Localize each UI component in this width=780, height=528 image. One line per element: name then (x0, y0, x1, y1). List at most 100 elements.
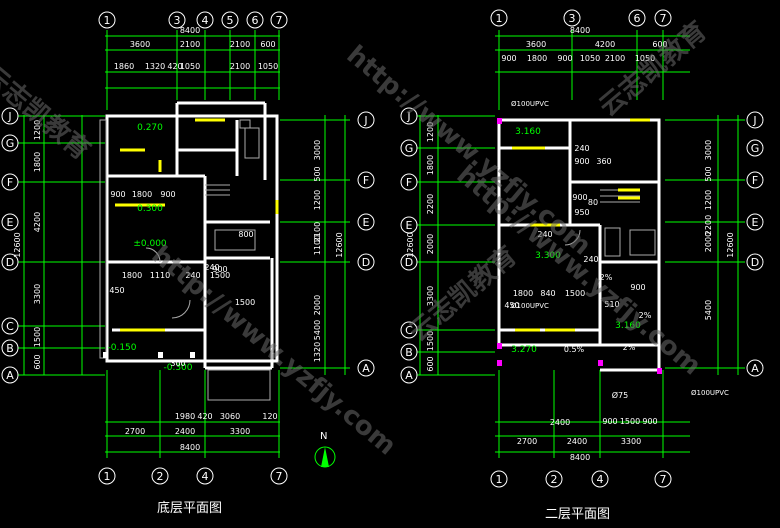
ground-left-axis-4-bubble (1, 253, 19, 271)
ground-left-axis-1-label: G (6, 137, 15, 150)
second-top-axis-1-label: 3 (569, 12, 576, 25)
second-small-18: 2% (600, 273, 613, 282)
second-level-2: 3.160 (615, 321, 641, 331)
ground-right-axis-3-bubble (357, 253, 375, 271)
second-left-mid-2: 2200 (426, 194, 435, 214)
second-small-7: 240 (583, 255, 598, 264)
ground-inner-3: 1800 (122, 271, 142, 280)
second-windows (512, 118, 650, 332)
ground-top-axis-5-label: 7 (276, 14, 283, 27)
ground-bottom-row2-2: 3300 (230, 427, 250, 436)
second-walls (497, 118, 661, 372)
ground-dimension-lines (18, 30, 350, 458)
second-left-axis-7-label: A (405, 369, 413, 382)
second-left-mid-5: 1500 (426, 331, 435, 351)
ground-level-0: 0.270 (137, 123, 163, 133)
second-bottom-axis-3-bubble (654, 470, 672, 488)
second-left-mid-3: 2000 (426, 234, 435, 254)
ground-left-mid-0: 1200 (33, 120, 42, 140)
ground-right-outer-0: 3000 (313, 140, 322, 160)
second-dimension-lines (412, 30, 745, 458)
second-bottom-row2-0: 2700 (517, 437, 537, 446)
second-top-overall: 8400 (570, 26, 590, 35)
second-small-8: 1800 (513, 289, 533, 298)
second-left-axis-2-bubble (400, 173, 418, 191)
ground-left-axis-2-bubble (1, 173, 19, 191)
second-right-axis-1-label: G (751, 142, 760, 155)
ground-left-axis-5-bubble (1, 317, 19, 335)
ground-top-axis-5-bubble (270, 11, 288, 29)
ground-left-mid-3: 3300 (33, 284, 42, 304)
caption-ground-floor: 底层平面图 (157, 501, 223, 516)
second-right-axis-0-bubble (746, 111, 764, 129)
second-left-outer: 12600 (406, 232, 415, 257)
second-right-outer-4: 2000 (704, 232, 713, 252)
ground-level-1: 0.300 (137, 204, 163, 214)
ground-floor-plan (18, 30, 350, 458)
ground-windows (115, 118, 279, 332)
ground-top-axis-4-label: 6 (252, 14, 259, 27)
ground-right-axis-0-label: J (363, 114, 367, 127)
ground-top-overall: 8400 (180, 26, 200, 35)
north-arrow-icon (314, 446, 336, 468)
ground-left-axis-7-bubble (1, 366, 19, 384)
second-right-axis-3-bubble (746, 213, 764, 231)
second-left-axis-4-bubble (400, 253, 418, 271)
second-bottom-axis-3-label: 7 (660, 473, 667, 486)
second-small-11: 510 (604, 300, 619, 309)
ground-right-outer-3: 2100 (313, 222, 322, 242)
second-right-outer-3: 2200 (704, 215, 713, 235)
ground-left-mid-2: 4200 (33, 212, 42, 232)
second-floor-plan (412, 30, 745, 458)
ground-top-row2-4: 2100 (230, 62, 250, 71)
second-small-16: 2% (639, 311, 652, 320)
ground-inner-12: 300 (170, 359, 185, 368)
ground-left-axis-0-bubble (1, 107, 19, 125)
ground-top-axis-4-bubble (246, 11, 264, 29)
second-right-outer-5: 5400 (704, 300, 713, 320)
second-left-axis-5-label: C (405, 324, 413, 337)
ground-left-axis-1-bubble (1, 134, 19, 152)
ground-bottom-row1-1: 420 (197, 412, 212, 421)
ground-inner-2: 900 (160, 190, 175, 199)
second-top-row2-2: 900 (557, 54, 572, 63)
second-small-5: 80 (588, 198, 598, 207)
second-left-axis-3-bubble (400, 216, 418, 234)
second-bottom-row2-1: 2400 (567, 437, 587, 446)
ground-right-axis-4-label: A (362, 362, 370, 375)
second-pipe-2: Ø100UPVC (691, 389, 729, 397)
ground-left-axis-2-label: F (7, 176, 13, 189)
second-small-19: 2400 (550, 418, 570, 427)
ground-inner-4: 1110 (150, 271, 170, 280)
second-small-15: 2% (623, 343, 636, 352)
second-small-9: 840 (540, 289, 555, 298)
ground-inner-11: 1500 (235, 298, 255, 307)
ground-left-axis-3-label: E (7, 216, 14, 229)
ground-right-axis-2-bubble (357, 213, 375, 231)
ground-top-row2-0: 1860 (114, 62, 134, 71)
second-top-axis-3-bubble (654, 9, 672, 27)
second-right-axis-3-label: E (752, 216, 759, 229)
ground-left-mid-1: 1800 (33, 152, 42, 172)
ground-right-axis-3-label: D (362, 256, 370, 269)
second-left-mid-1: 1800 (426, 155, 435, 175)
second-top-axis-2-label: 6 (634, 12, 641, 25)
second-right-axis-4-bubble (746, 253, 764, 271)
ground-right-far: 12600 (335, 232, 344, 257)
second-right-axis-2-label: F (752, 174, 758, 187)
second-pipe-0: Ø100UPVC (511, 100, 549, 108)
second-top-axis-0-bubble (490, 9, 508, 27)
second-small-17: Ø75 (612, 390, 628, 400)
ground-level-4: -0.300 (163, 363, 192, 373)
ground-right-outer-7: 1320 (313, 342, 322, 362)
ground-top-axis-1-label: 3 (174, 14, 181, 27)
second-columns (497, 118, 662, 374)
second-left-axis-6-bubble (400, 343, 418, 361)
second-top-row2-4: 2100 (605, 54, 625, 63)
ground-inner-9: 240 (204, 263, 219, 272)
ground-top-row2-1: 1320 (145, 62, 165, 71)
second-left-axis-7-bubble (400, 366, 418, 384)
ground-right-axis-1-bubble (357, 171, 375, 189)
second-right-outer-0: 3000 (704, 140, 713, 160)
